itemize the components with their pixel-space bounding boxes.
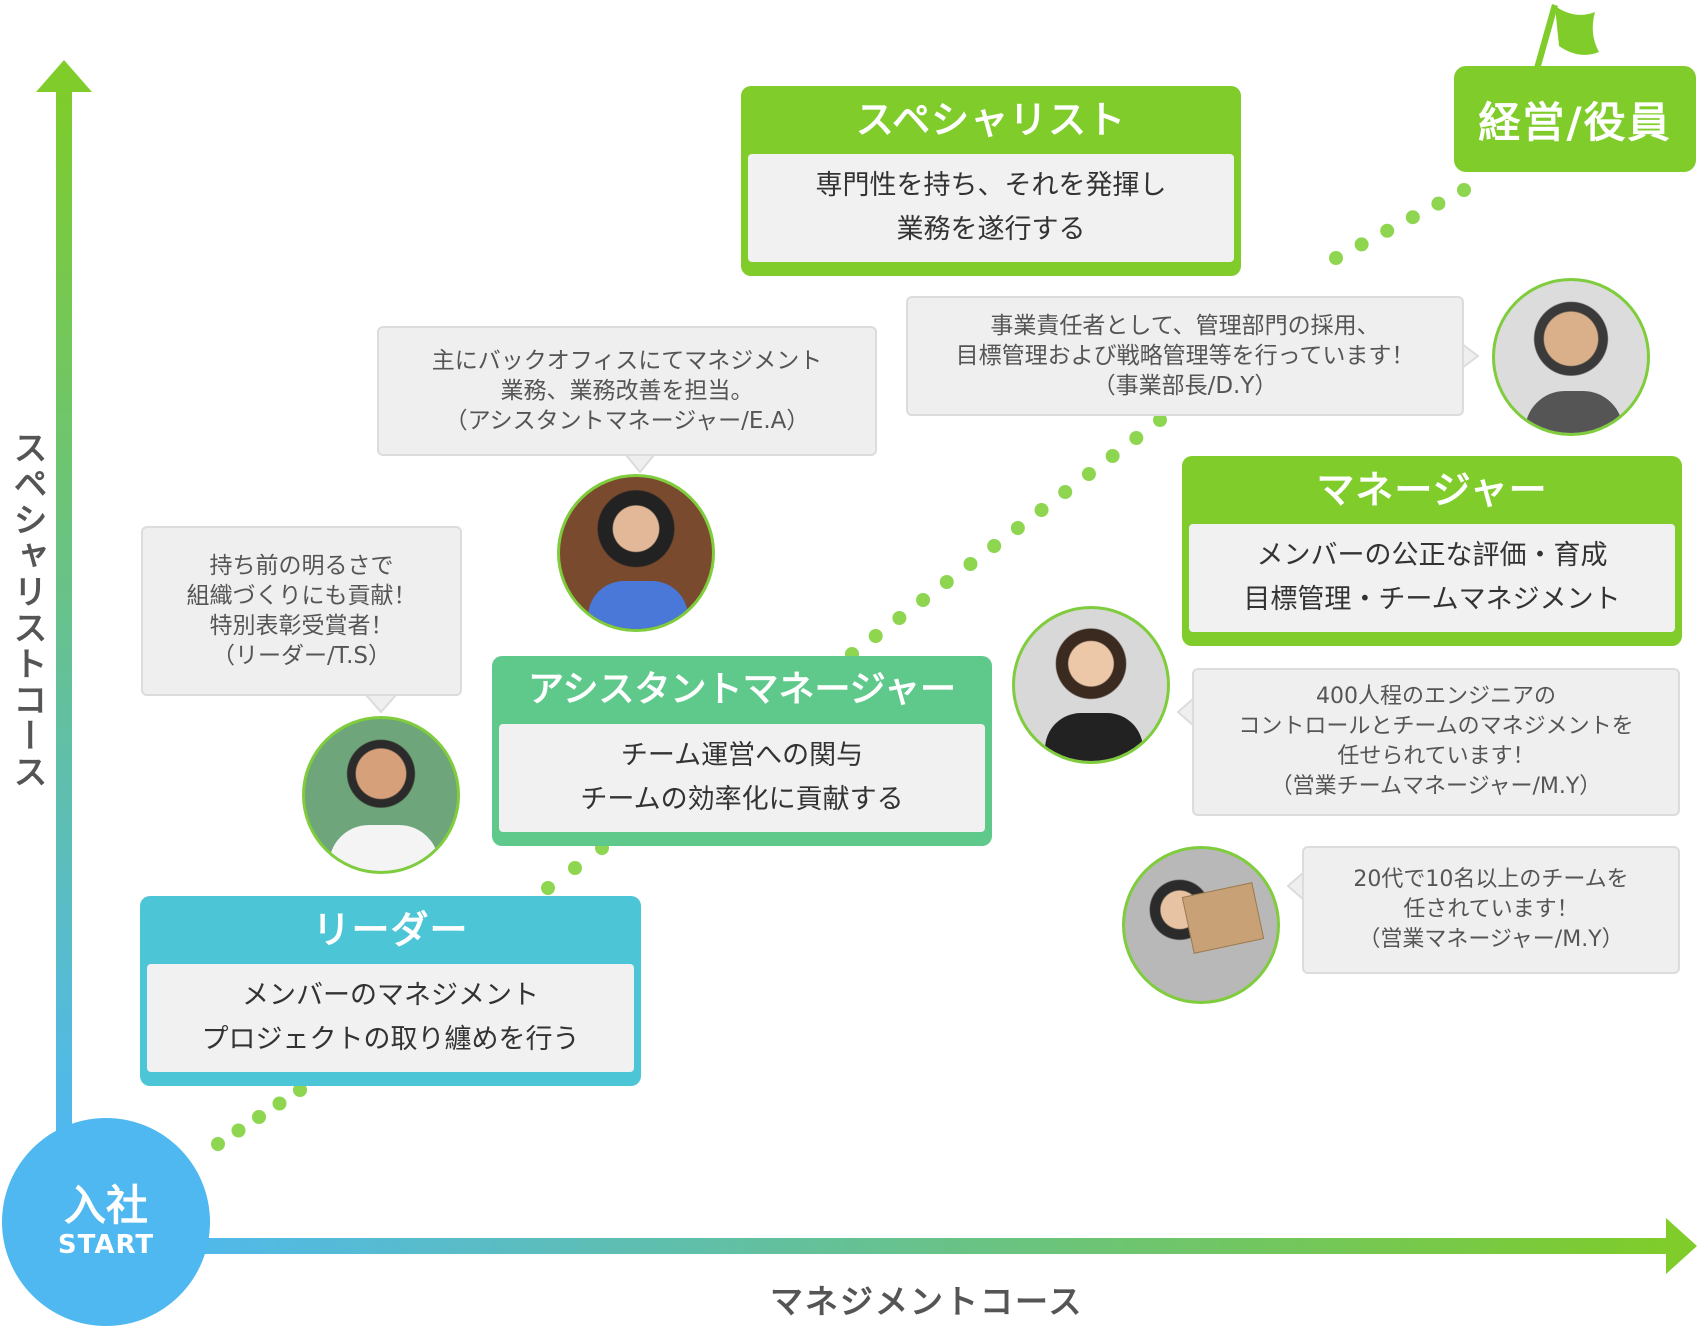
card-line: チームの効率化に貢献する xyxy=(580,784,904,815)
path-dot xyxy=(231,1123,246,1138)
bubble-line: 20代で10名以上のチームを xyxy=(1353,867,1629,892)
card-description: チーム運営への関与 チームの効率化に貢献する xyxy=(499,724,985,832)
card-description: メンバーの公正な評価・育成 目標管理・チームマネジメント xyxy=(1189,524,1675,632)
path-dot xyxy=(1354,237,1369,252)
avatar-leader xyxy=(302,716,460,874)
bubble-line: （アシスタントマネージャー/E.A） xyxy=(444,408,810,434)
path-dot xyxy=(1380,223,1395,238)
card-description: 専門性を持ち、それを発揮し 業務を遂行する xyxy=(748,154,1234,262)
comment-bubble-leader: 持ち前の明るさで 組織づくりにも貢献！ 特別表彰受賞者！ （リーダー/T.S） xyxy=(141,526,462,696)
vertical-axis-label: スペシャリストコース xyxy=(7,430,47,790)
horizontal-axis-arrowhead xyxy=(1666,1218,1697,1274)
path-dot xyxy=(1329,251,1343,265)
start-circle: 入社 START xyxy=(2,1118,210,1326)
bubble-line: 組織づくりにも貢献！ xyxy=(186,583,417,609)
avatar-assistant-manager xyxy=(557,474,715,632)
path-dot xyxy=(939,575,954,589)
path-dot xyxy=(963,557,978,571)
bubble-tail xyxy=(1461,342,1480,370)
bubble-line: 任せられています！ xyxy=(1337,744,1535,769)
card-manager: マネージャー メンバーの公正な評価・育成 目標管理・チームマネジメント xyxy=(1182,456,1682,646)
path-dot xyxy=(1034,503,1049,517)
card-description: メンバーのマネジメント プロジェクトの取り纏めを行う xyxy=(147,964,634,1072)
bubble-line: 持ち前の明るさで xyxy=(209,553,394,579)
bubble-line: 任されています！ xyxy=(1403,897,1579,922)
comment-bubble-sales-team-manager: 400人程のエンジニアの コントロールとチームのマネジメントを 任せられています… xyxy=(1192,668,1680,816)
comment-bubble-division-head: 事業責任者として、管理部門の採用、 目標管理および戦略管理等を行っています！ （… xyxy=(906,296,1464,416)
horizontal-axis-shaft xyxy=(150,1238,1670,1254)
flag-icon xyxy=(1530,4,1599,84)
card-line: メンバーの公正な評価・育成 xyxy=(1256,540,1608,571)
bubble-line: （事業部長/D.Y） xyxy=(1092,373,1278,399)
card-title: マネージャー xyxy=(1316,468,1548,512)
path-dot xyxy=(272,1096,287,1111)
path-dot xyxy=(1153,413,1167,427)
avatar-sales-team-manager xyxy=(1012,606,1170,764)
path-dot xyxy=(1058,485,1073,499)
path-dot xyxy=(541,881,555,895)
path-dot xyxy=(1129,431,1144,445)
path-dot xyxy=(211,1137,225,1151)
bubble-line: コントロールとチームのマネジメントを xyxy=(1238,714,1634,739)
comment-bubble-sales-manager: 20代で10名以上のチームを 任されています！ （営業マネージャー/M.Y） xyxy=(1302,846,1680,974)
bubble-tail xyxy=(363,694,399,714)
card-title: リーダー xyxy=(312,908,469,952)
bubble-line: 目標管理および戦略管理等を行っています！ xyxy=(955,343,1415,369)
bubble-line: 特別表彰受賞者！ xyxy=(209,613,394,639)
path-dot xyxy=(252,1110,266,1124)
path-dot xyxy=(293,1083,307,1097)
bubble-line: （営業マネージャー/M.Y） xyxy=(1358,927,1624,952)
vertical-axis-shaft xyxy=(56,88,72,1138)
bubble-line: 業務、業務改善を担当。 xyxy=(500,378,754,404)
path-dot xyxy=(568,861,582,875)
bubble-line: （営業チームマネージャー/M.Y） xyxy=(1270,774,1602,799)
card-title: アシスタントマネージャー xyxy=(527,669,957,710)
path-dot xyxy=(1010,521,1025,535)
path-dot xyxy=(916,593,931,607)
card-line: メンバーのマネジメント xyxy=(242,980,539,1011)
start-title: 入社 xyxy=(63,1181,148,1230)
dotted-career-path xyxy=(211,183,1471,1151)
comment-bubble-assistant-manager: 主にバックオフィスにてマネジメント 業務、業務改善を担当。 （アシスタントマネー… xyxy=(377,326,877,456)
card-line: 目標管理・チームマネジメント xyxy=(1243,584,1621,615)
path-dot xyxy=(987,539,1002,553)
horizontal-axis-label: マネジメントコース xyxy=(770,1282,1084,1321)
bubble-tail xyxy=(623,454,657,474)
card-line: 専門性を持ち、それを発揮し xyxy=(815,170,1167,201)
card-line: チーム運営への関与 xyxy=(620,740,864,771)
bubble-line: 主にバックオフィスにてマネジメント xyxy=(431,348,823,374)
path-dot xyxy=(1405,210,1420,225)
card-title: スペシャリスト xyxy=(855,98,1127,142)
card-assistant-manager: アシスタントマネージャー チーム運営への関与 チームの効率化に貢献する xyxy=(492,656,992,846)
start-subtitle: START xyxy=(57,1230,155,1260)
card-leader: リーダー メンバーのマネジメント プロジェクトの取り纏めを行う xyxy=(140,896,641,1086)
bubble-line: 400人程のエンジニアの xyxy=(1316,684,1556,709)
card-line: プロジェクトの取り纏めを行う xyxy=(201,1024,580,1055)
bubble-line: 事業責任者として、管理部門の採用、 xyxy=(990,313,1380,339)
path-dot xyxy=(868,629,883,643)
bubble-line: （リーダー/T.S） xyxy=(212,643,391,669)
path-dot xyxy=(1081,467,1096,481)
path-dot xyxy=(1105,449,1120,463)
goal-badge: 経営/役員 xyxy=(1454,66,1696,172)
vertical-axis-arrowhead xyxy=(36,60,92,92)
card-line: 業務を遂行する xyxy=(896,214,1086,245)
avatar-division-head xyxy=(1492,278,1650,436)
card-specialist: スペシャリスト 専門性を持ち、それを発揮し 業務を遂行する xyxy=(741,86,1241,276)
path-dot xyxy=(1457,183,1471,197)
path-dot xyxy=(892,611,907,625)
path-dot xyxy=(1431,196,1446,211)
avatar-sales-manager xyxy=(1122,846,1280,1004)
